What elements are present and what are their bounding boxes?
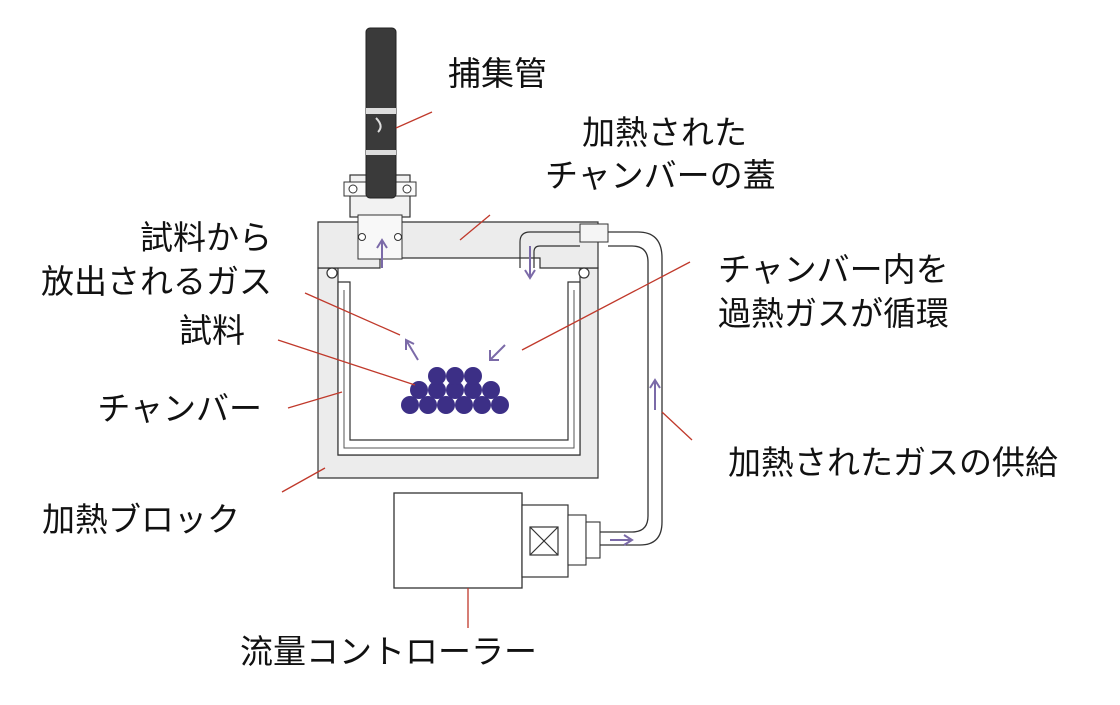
- flow-arrows: [376, 238, 661, 546]
- chamber-wall: [337, 281, 581, 456]
- oring-right: [578, 267, 590, 279]
- sample-pile: [401, 367, 509, 414]
- gas-pipe-outer: [598, 231, 663, 546]
- chamber-inner-line: [343, 290, 575, 449]
- label-heated-lid-line2: チャンバーの蓋: [545, 156, 776, 195]
- oring-left: [326, 267, 338, 279]
- label-collection-tube: 捕集管: [448, 54, 547, 93]
- gas-pipe-inner: [598, 245, 649, 533]
- label-sample: 試料: [179, 311, 245, 350]
- label-emitted-gas-line1: 試料から: [140, 218, 272, 257]
- lid-fitting: [579, 223, 609, 243]
- label-circulation-line1: チャンバー内を: [718, 250, 949, 289]
- leader-lines: [277, 111, 693, 628]
- label-emitted-gas-line2: 放出されるガス: [41, 262, 272, 301]
- label-chamber: チャンバー: [97, 389, 262, 428]
- label-flow-controller: 流量コントローラー: [240, 632, 537, 671]
- label-circulation-line2: 過熱ガスが循環: [718, 294, 949, 333]
- flow-controller: [393, 492, 523, 589]
- label-heating-block: 加熱ブロック: [42, 500, 240, 539]
- label-heated-gas-supply: 加熱されたガスの供給: [728, 443, 1058, 482]
- label-heated-lid-line1: 加熱された: [582, 113, 747, 152]
